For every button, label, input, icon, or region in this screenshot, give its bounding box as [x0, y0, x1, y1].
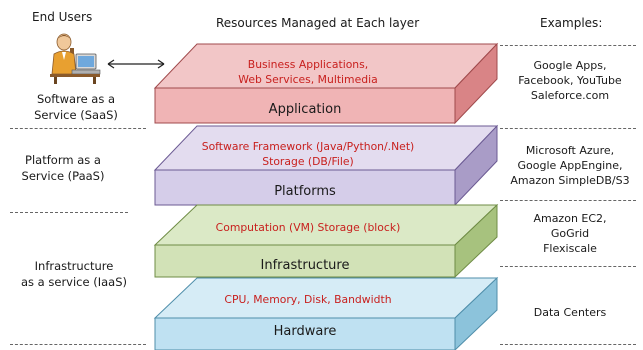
saas-label-line: Software as a [36, 92, 116, 106]
platforms-slab-front [154, 169, 456, 206]
resource-line: Business Applications, [247, 58, 369, 71]
application-slab-front [154, 87, 456, 124]
example-line: Amazon SimpleDB/S3 [510, 174, 630, 187]
hardware-resources: CPU, Memory, Disk, Bandwidth [158, 292, 458, 307]
hardware-examples: Data Centers [503, 305, 637, 320]
resource-line: Software Framework (Java/Python/.Net) [201, 140, 415, 153]
examples-heading: Examples: [540, 16, 603, 30]
example-line: Google AppEngine, [517, 159, 623, 172]
end-users-heading: End Users [32, 10, 93, 24]
platforms-resources: Software Framework (Java/Python/.Net) St… [158, 139, 458, 169]
platforms-layer-label: Platforms [274, 184, 336, 199]
example-line: Microsoft Azure, [525, 144, 615, 157]
application-resources: Business Applications, Web Services, Mul… [158, 57, 458, 87]
example-line: Facebook, YouTube [518, 74, 622, 87]
right-divider [500, 266, 636, 267]
example-line: Data Centers [533, 306, 607, 319]
paas-label: Platform as a Service (PaaS) [0, 152, 126, 184]
saas-label-line: Service (SaaS) [34, 108, 118, 122]
double-arrow-icon [104, 58, 168, 70]
example-line: Flexiscale [543, 242, 597, 255]
left-divider [10, 344, 146, 345]
paas-label-line: Service (PaaS) [21, 169, 105, 183]
example-line: Google Apps, [533, 59, 607, 72]
right-divider [500, 344, 636, 345]
iaas-label-line: Infrastructure [34, 259, 114, 273]
example-line: Saleforce.com [530, 89, 610, 102]
right-divider [500, 200, 636, 201]
application-examples: Google Apps, Facebook, YouTube Saleforce… [503, 58, 637, 103]
left-divider [10, 128, 146, 129]
paas-label-line: Platform as a [25, 153, 101, 167]
application-layer-label: Application [268, 102, 342, 117]
right-divider [500, 45, 636, 46]
infrastructure-slab-front [154, 244, 456, 278]
person-at-computer-icon [46, 30, 102, 84]
hardware-layer-label: Hardware [273, 324, 337, 339]
resource-line: Storage (DB/File) [262, 155, 354, 168]
resource-line: Web Services, Multimedia [238, 73, 378, 86]
resource-line: CPU, Memory, Disk, Bandwidth [224, 293, 392, 306]
infrastructure-examples: Amazon EC2, GoGrid Flexiscale [503, 211, 637, 256]
infrastructure-layer-label: Infrastructure [260, 258, 350, 273]
platforms-examples: Microsoft Azure, Google AppEngine, Amazo… [503, 143, 637, 188]
example-line: GoGrid [550, 227, 590, 240]
resource-line: Computation (VM) Storage (block) [215, 221, 401, 234]
iaas-label: Infrastructure as a service (IaaS) [4, 258, 144, 290]
saas-label: Software as a Service (SaaS) [6, 91, 146, 123]
resources-heading: Resources Managed at Each layer [216, 16, 420, 30]
hardware-slab-front [154, 317, 456, 350]
left-divider [10, 212, 128, 213]
example-line: Amazon EC2, [533, 212, 607, 225]
right-divider [500, 128, 636, 129]
iaas-label-line: as a service (IaaS) [20, 275, 127, 289]
infrastructure-resources: Computation (VM) Storage (block) [158, 220, 458, 235]
